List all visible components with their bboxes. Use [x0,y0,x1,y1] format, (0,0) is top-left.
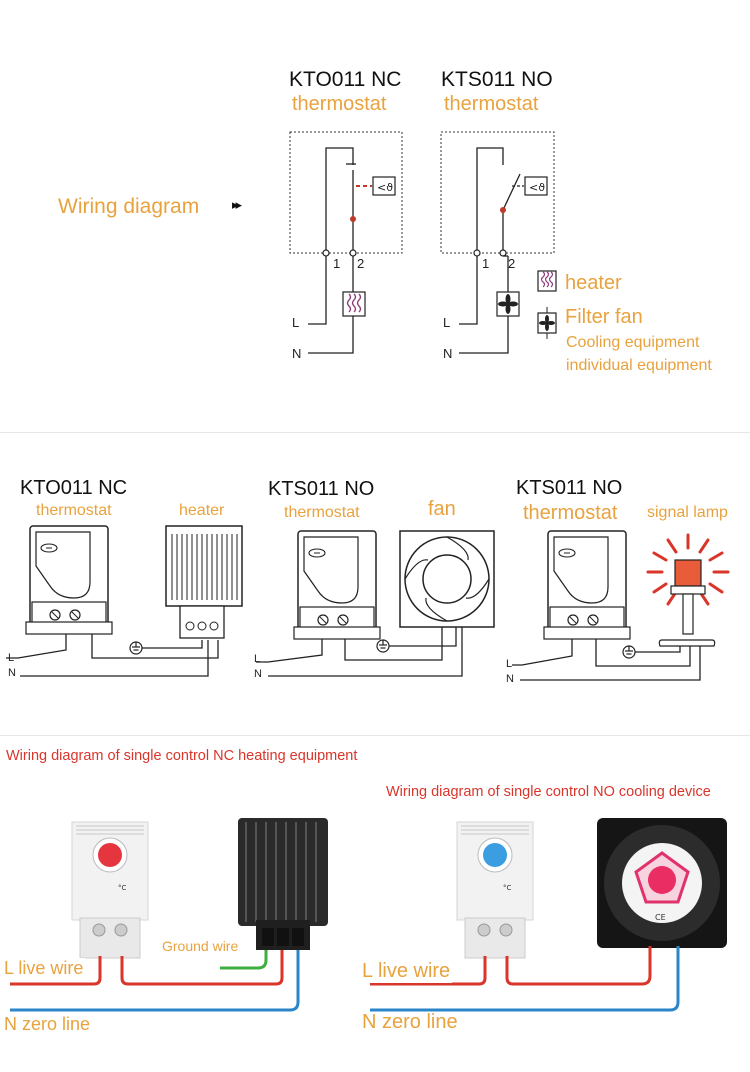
kto011-terminal-2: 2 [357,256,365,271]
legend-note-cooling: Cooling equipment [566,334,700,351]
left-thermostat-photo: °C [71,821,149,959]
d3-thermostat-device [543,530,631,640]
kts011-bimetal-icon [524,176,548,196]
right-unit-label: °C [503,884,512,892]
kts011-n-label: N [443,346,453,361]
right-zero-line-label: N zero line [362,1011,458,1033]
d3-model-label: KTS011 NO [516,477,623,499]
d2-n-label: N [254,668,262,680]
kts011-terminal-2: 2 [508,256,516,271]
d2-model-label: KTS011 NO [268,478,375,500]
section-divider-1 [0,432,750,433]
left-zero-line-label: N zero line [4,1014,91,1034]
kts011-contact [502,173,521,211]
d2-thermostat-label: thermostat [284,504,360,521]
kts011-terminal-1: 1 [482,256,490,271]
kts011-pivot-dot [500,207,506,213]
svg-text:<ϑ: <ϑ [529,181,545,194]
d3-signal-lamp-device [646,533,730,647]
nc-heating-title: Wiring diagram of single control NC heat… [6,748,358,764]
d3-l-label: L [506,658,513,670]
d3-n-label: N [506,673,514,685]
schematic-diagram: <ϑ <ϑ [289,131,557,354]
kto011-pivot-dot [350,216,356,222]
legend-note-individual: individual equipment [566,357,712,374]
wiring-diagram-label: Wiring diagram [58,195,200,218]
d1-heater-label: heater [179,502,225,519]
d1-thermostat-device [25,525,113,635]
kts011-thermostat-label: thermostat [444,93,539,115]
d1-n-label: N [8,667,16,679]
right-fan-photo: CE [597,818,727,948]
kto011-housing-outline [289,131,403,254]
kto011-n-label: N [292,346,302,361]
kto011-heater-symbol [342,291,366,317]
no-cooling-title: Wiring diagram of single control NO cool… [386,784,711,800]
fan-ce-label: CE [655,913,666,922]
d2-thermostat-device [293,530,381,640]
left-live-wire-label: L live wire [4,958,86,979]
svg-text:<ϑ: <ϑ [377,181,393,194]
d1-heater-device [165,525,243,639]
d1-ground-icon [129,641,143,655]
d3-signal-lamp-label: signal lamp [647,504,728,521]
d3-thermostat-label: thermostat [523,502,618,524]
right-live-wire-label: L live wire [362,960,453,983]
d2-fan-label: fan [428,498,456,520]
kto011-terminal-1: 1 [333,256,341,271]
arrow-icon: ▸▸ [232,197,242,212]
legend-fan-label: Filter fan [565,306,643,328]
kts011-model-label: KTS011 NO [441,68,553,91]
section-divider-2 [0,735,750,736]
d2-l-label: L [254,653,261,665]
kts011-housing-outline [440,131,555,254]
kto011-model-label: KTO011 NC [289,68,402,91]
ground-wire-label: Ground wire [162,938,239,954]
kts011-l-label: L [443,315,451,330]
left-heater-photo [238,818,328,950]
d1-l-label: L [8,652,15,664]
d1-model-label: KTO011 NC [20,477,128,499]
d2-fan-device [399,530,495,628]
d2-ground-icon [376,639,390,653]
kto011-l-label: L [292,315,300,330]
right-thermostat-photo: °C [456,821,534,959]
d3-ground-icon [622,645,636,659]
kto011-thermostat-label: thermostat [292,93,387,115]
left-unit-label: °C [118,884,127,892]
kto011-bimetal-icon [372,176,396,196]
d1-thermostat-label: thermostat [36,502,112,519]
legend-heater-label: heater [565,272,622,294]
legend-heater-icon [537,270,557,292]
